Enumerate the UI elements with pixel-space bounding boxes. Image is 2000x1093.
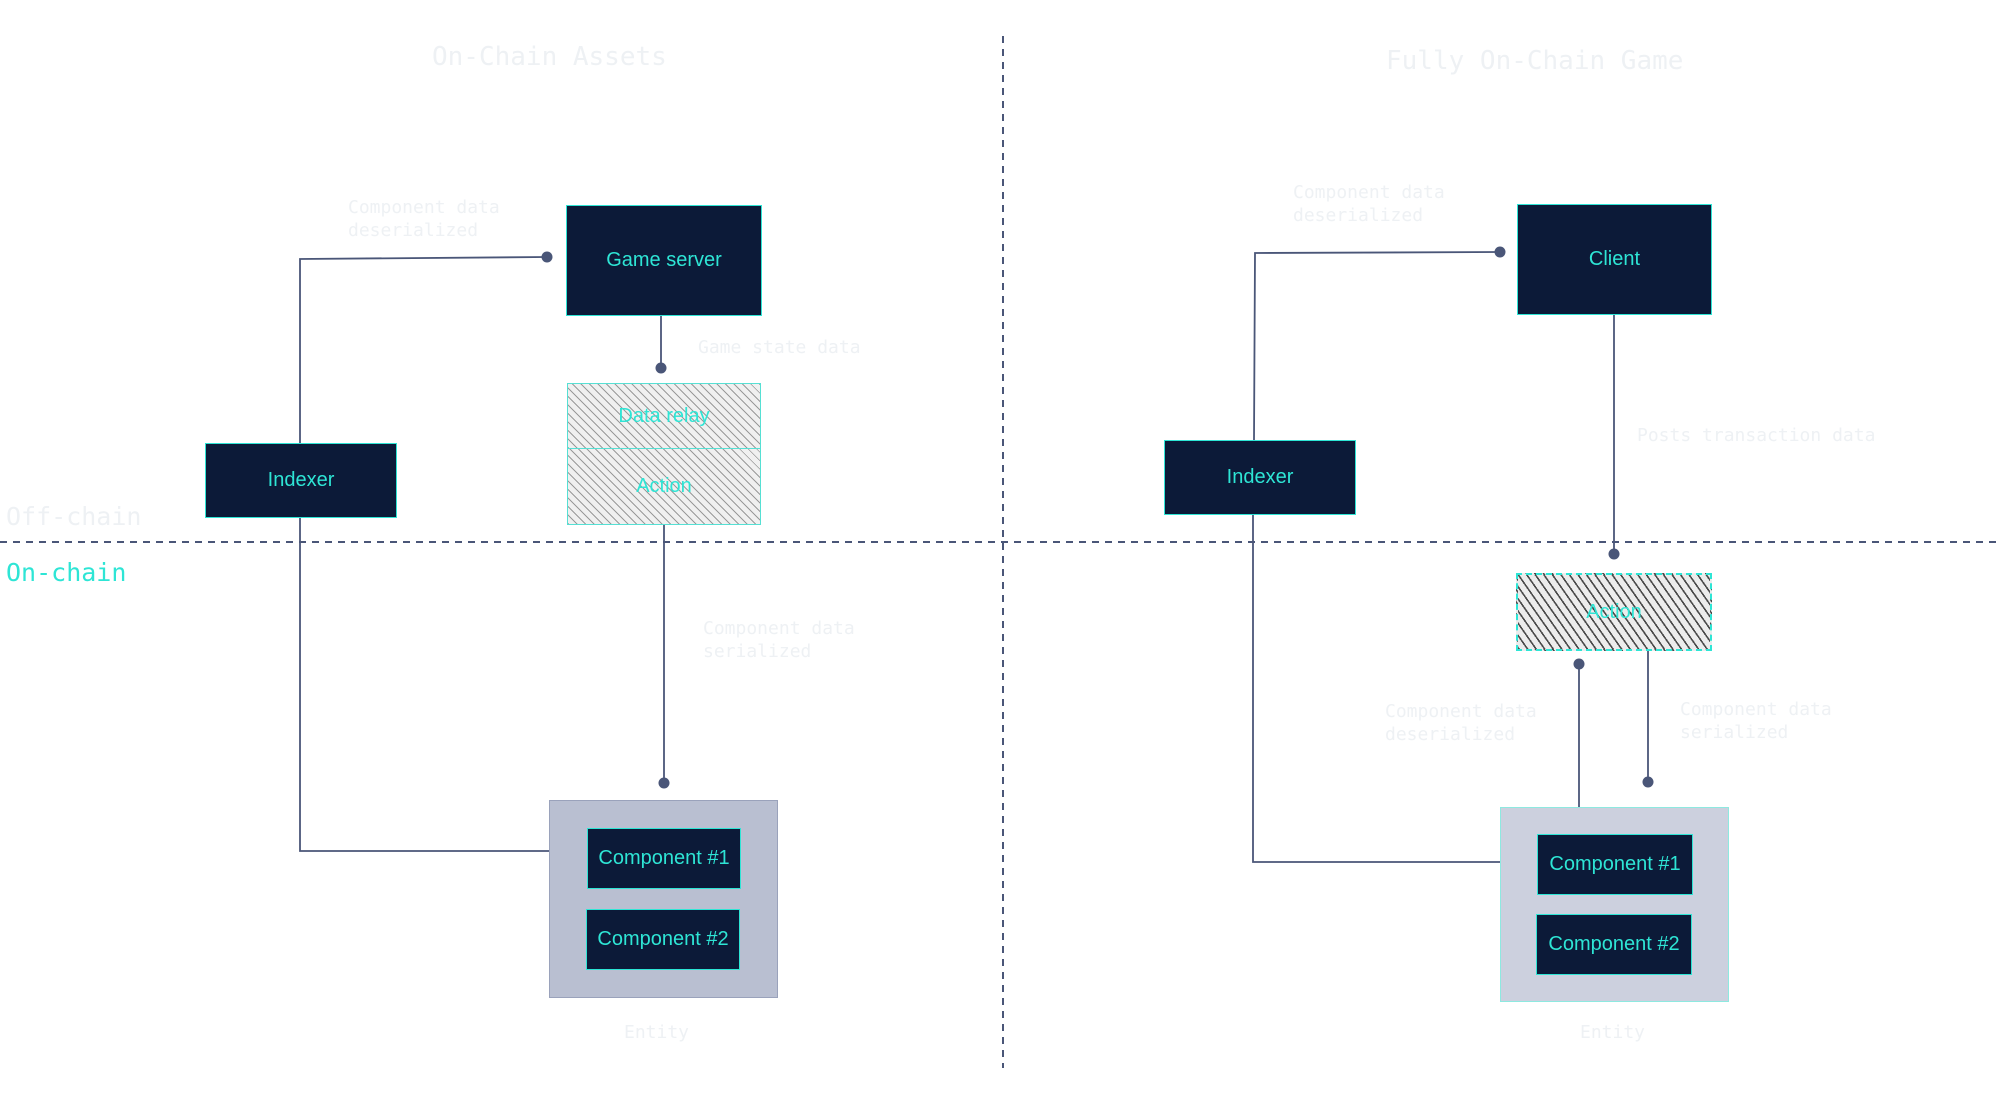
right-action-node[interactable]: Action — [1516, 573, 1712, 651]
left-action-node[interactable]: Action — [567, 448, 761, 525]
left-edge-label-indexer-gameserver: Component data deserialized — [348, 197, 500, 241]
game-server-node[interactable]: Game server — [566, 205, 762, 316]
right-edge-label-indexer-client: Component data deserialized — [1293, 182, 1445, 226]
left-edge-indexer-gameserver — [299, 256, 548, 443]
right-edge-label-action-entity: Component data serialized — [1680, 699, 1832, 743]
right-edge-label-client-action: Posts transaction data — [1637, 425, 1876, 446]
relay-action-stack: Data relay Action — [567, 383, 761, 525]
connector-dot — [541, 251, 553, 263]
connector-dot — [655, 362, 667, 374]
right-panel-title: Fully On-Chain Game — [1386, 46, 1684, 76]
data-relay-node[interactable]: Data relay — [567, 383, 761, 449]
connector-dot — [1608, 548, 1620, 560]
right-entity-box: Component #1 Component #2 — [1500, 807, 1729, 1002]
right-indexer-node[interactable]: Indexer — [1164, 440, 1356, 515]
connector-dot — [658, 777, 670, 789]
right-component-1[interactable]: Component #1 — [1537, 834, 1693, 895]
connector-dot — [1494, 246, 1506, 258]
right-entity-label: Entity — [1580, 1022, 1646, 1043]
left-edge-label-gameserver-relay: Game state data — [698, 337, 861, 358]
right-component-2[interactable]: Component #2 — [1536, 914, 1692, 975]
offchain-label: Off-chain — [6, 502, 142, 531]
left-indexer-node[interactable]: Indexer — [205, 443, 397, 518]
right-edge-indexer-component — [1252, 515, 1537, 863]
right-edge-label-entity-action: Component data deserialized — [1385, 701, 1537, 745]
client-node[interactable]: Client — [1517, 204, 1712, 315]
left-entity-label: Entity — [624, 1022, 690, 1043]
left-edge-indexer-component — [299, 518, 550, 852]
onchain-label: On-chain — [6, 558, 127, 587]
left-edge-label-action-entity: Component data serialized — [703, 618, 855, 662]
connector-dot — [1573, 658, 1585, 670]
left-panel-title: On-Chain Assets — [432, 42, 667, 72]
connector-dot — [1642, 776, 1654, 788]
left-component-1[interactable]: Component #1 — [587, 828, 741, 889]
right-edge-indexer-client — [1253, 251, 1501, 441]
left-entity-box: Component #1 Component #2 — [549, 800, 778, 998]
left-component-2[interactable]: Component #2 — [586, 909, 740, 970]
